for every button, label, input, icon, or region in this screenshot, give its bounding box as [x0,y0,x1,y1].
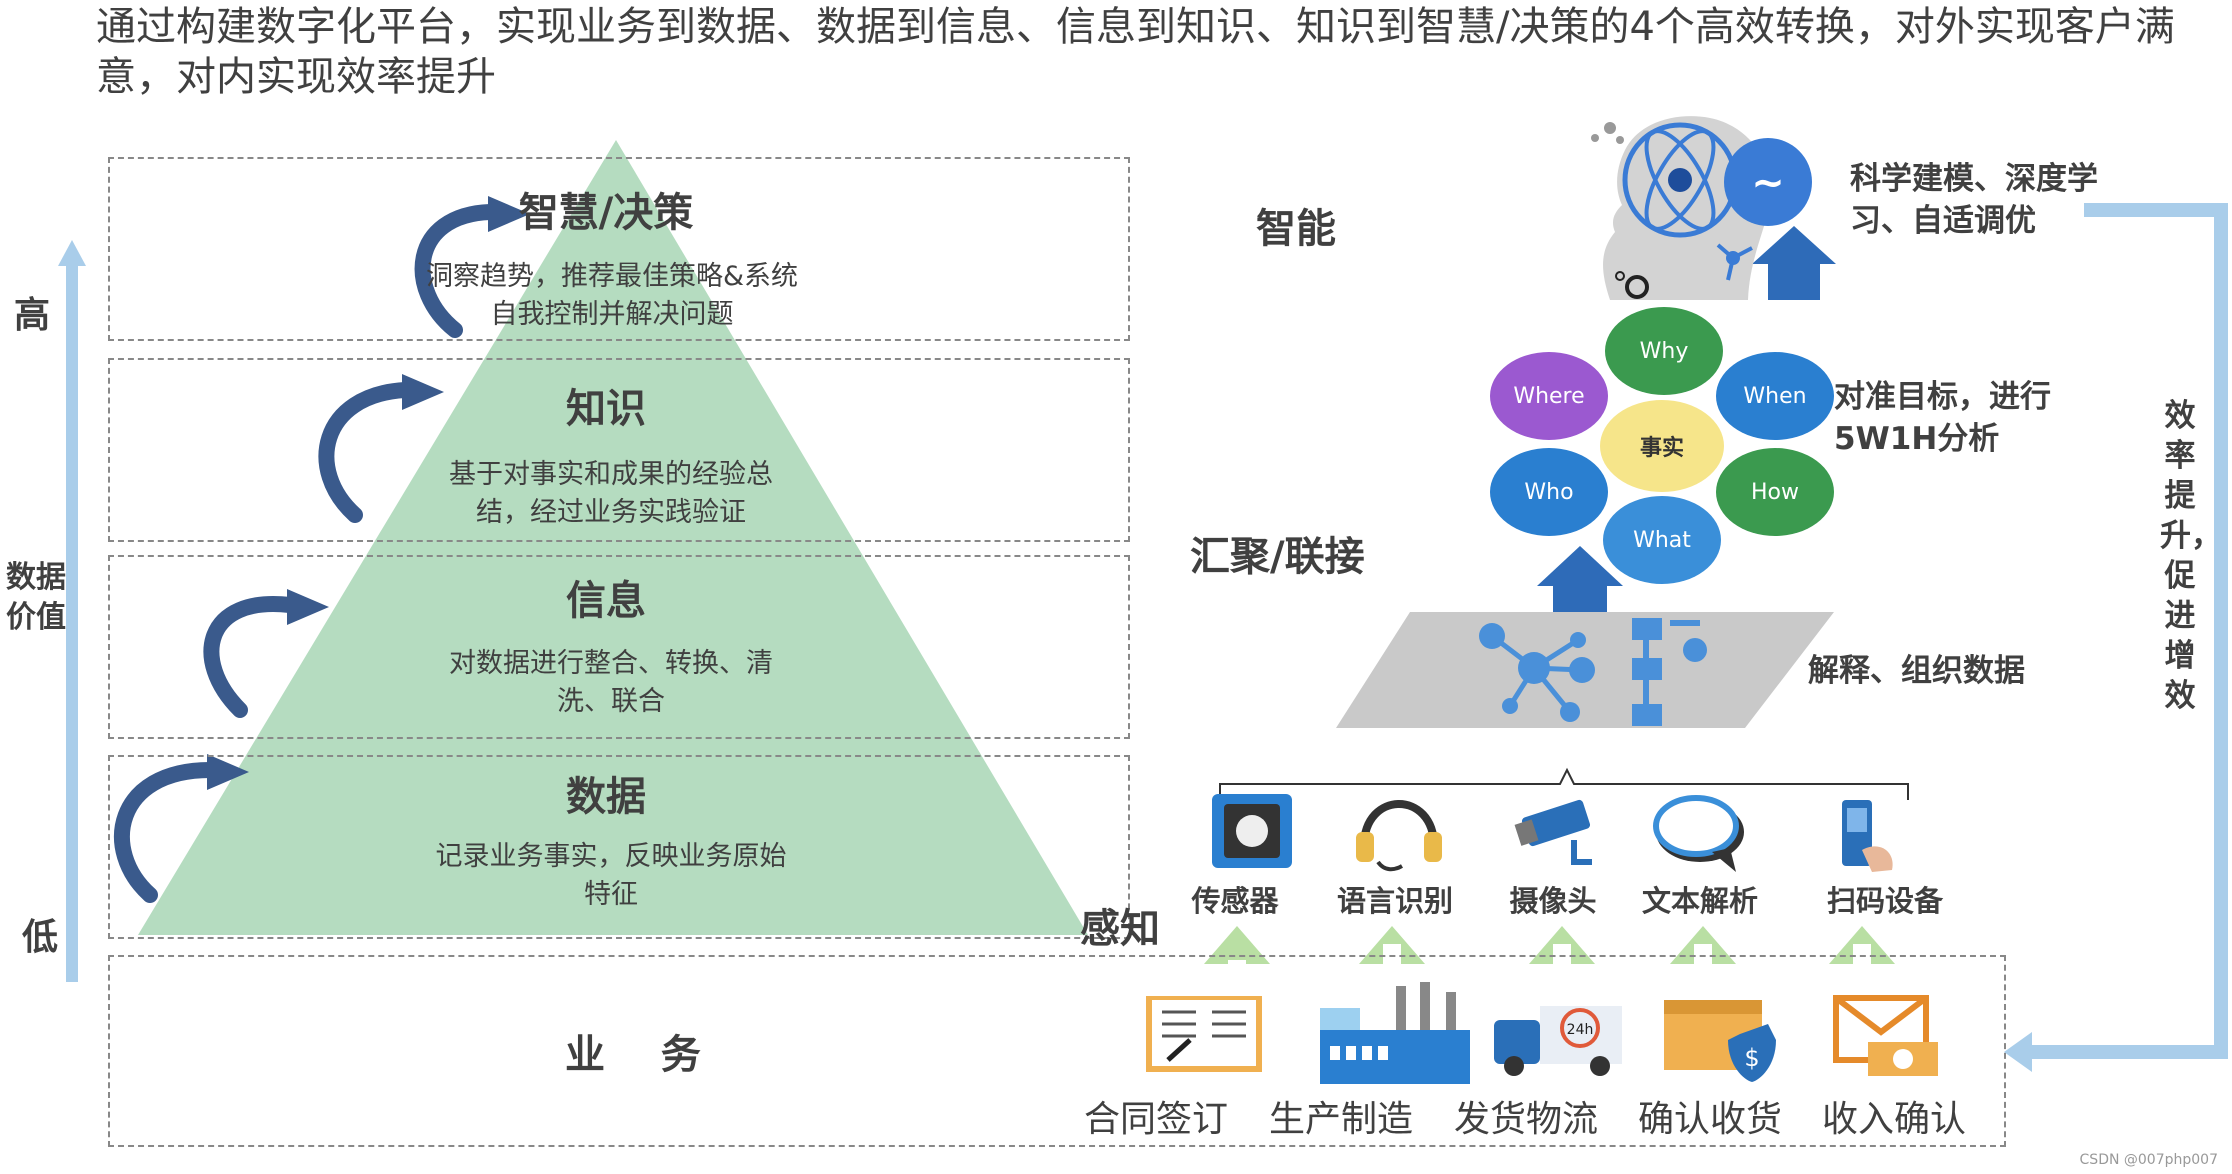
level-desc-wisdom: 洞察趋势，推荐最佳策略&系统自我控制并解决问题 [425,261,799,330]
chat-bubble-icon [1653,795,1744,872]
sensor-chip-icon [1212,794,1292,868]
svg-text:$: $ [1744,1044,1759,1072]
svg-text:~: ~ [1751,160,1785,206]
mail-money-icon [1833,995,1938,1076]
level-desc-information: 对数据进行整合、转换、清洗、联合 [449,648,773,717]
flow-icon [1632,618,1707,726]
business-label: 业 务 [565,1032,701,1078]
stage-aggregation: 汇聚/联接 [1190,534,1365,580]
level-box-knowledge [108,358,1130,542]
petal-what: What [1603,496,1721,584]
sensor-label-3: 文本解析 [1641,884,1758,918]
business-item-3: 确认收货 [1637,1099,1782,1140]
business-item-2: 发货物流 [1453,1099,1598,1140]
credit-watermark: CSDN @007php007 [2079,1152,2218,1168]
petal-how: How [1716,448,1834,536]
factory-icon [1320,982,1470,1084]
green-up-arrows [1204,926,1895,964]
stage-perception: 感知 [1080,906,1160,952]
level-box-wisdom [108,157,1130,341]
level-title-wisdom: 智慧/决策 [518,190,694,236]
sensor-label-2: 摄像头 [1509,884,1597,918]
stage-intelligence: 智能 [1256,206,1336,252]
axis-low-label: 低 [22,917,59,958]
business-item-1: 生产制造 [1268,1099,1413,1140]
label-efficiency: 效率提升，促进增效 [2160,398,2222,714]
sensor-bracket [1219,767,1909,800]
svg-text:24h: 24h [1567,1022,1594,1038]
label-modeling: 科学建模、深度学习、自适调优 [1850,161,2098,239]
value-axis-arrow [66,262,78,982]
level-title-data: 数据 [566,774,646,820]
petal-who: Who [1490,448,1608,536]
efficiency-loop-arrow [2004,203,2228,1072]
package-shield-icon: $ [1664,1000,1776,1082]
petal-why: Why [1605,307,1723,395]
petal-when: When [1716,352,1834,440]
curl-arrows [113,204,498,903]
axis-value-label: 数据价值 [6,560,66,635]
business-item-0: 合同签订 [1083,1099,1228,1140]
level-desc-data: 记录业务事实，反映业务原始特征 [435,841,787,910]
petal-center-fact: 事实 [1600,400,1724,492]
petal-where: Where [1490,352,1608,440]
scanner-device-icon [1842,800,1893,872]
level-box-information [108,555,1130,739]
business-box [108,955,2006,1147]
pyramid [138,140,1088,935]
delivery-truck-icon: 24h [1494,1006,1622,1076]
network-icon [1479,623,1595,722]
headset-icon [1356,800,1442,872]
camera-icon [1514,799,1592,865]
level-title-information: 信息 [566,578,646,624]
brain-head-icon: ~ [1591,116,1812,300]
level-box-data [108,755,1130,939]
business-item-4: 收入确认 [1821,1099,1966,1140]
level-desc-knowledge: 基于对事实和成果的经验总结，经过业务实践验证 [449,459,773,528]
label-5w1h: 对准目标，进行5W1H分析 [1834,379,2051,457]
axis-high-label: 高 [14,295,51,336]
sensor-label-4: 扫码设备 [1826,884,1943,918]
level-title-knowledge: 知识 [566,386,646,432]
contract-icon [1146,996,1262,1072]
sensor-label-1: 语言识别 [1336,884,1453,918]
page-title: 通过构建数字化平台，实现业务到数据、数据到信息、信息到知识、知识到智慧/决策的4… [96,4,2175,100]
sensor-label-0: 传感器 [1191,884,1279,918]
label-interpret: 解释、组织数据 [1808,653,2025,689]
